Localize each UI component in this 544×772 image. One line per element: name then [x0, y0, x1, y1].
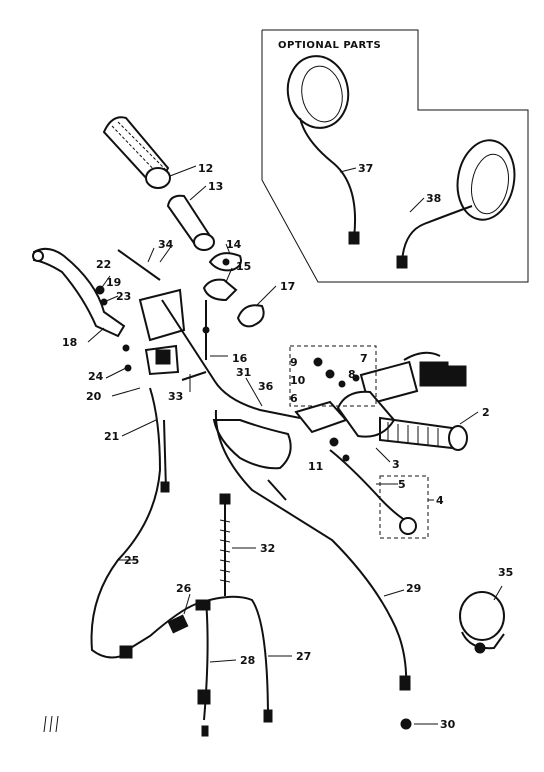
- callout-23: 23: [116, 290, 131, 303]
- callout-22: 22: [96, 258, 111, 271]
- handlebar: [161, 299, 301, 470]
- callout-35: 35: [498, 566, 513, 579]
- callout-21: 21: [104, 430, 119, 443]
- callout-33: 33: [168, 390, 183, 403]
- clutch-lever: [32, 247, 132, 372]
- callout-24: 24: [88, 370, 104, 383]
- callout-25: 25: [124, 554, 139, 567]
- callout-26: 26: [176, 582, 192, 595]
- callout-19: 19: [106, 276, 121, 289]
- callout-18: 18: [62, 336, 77, 349]
- callout-7: 7: [360, 352, 368, 365]
- callout-27: 27: [296, 650, 311, 663]
- callout-15: 15: [236, 260, 251, 273]
- callout-37: 37: [358, 162, 373, 175]
- throttle-tube: [166, 194, 215, 251]
- mirror-left: [286, 55, 360, 245]
- callout-10: 10: [290, 374, 306, 387]
- callout-4: 4: [436, 494, 444, 507]
- callout-14: 14: [226, 238, 242, 251]
- callout-31: 31: [236, 366, 251, 379]
- callout-20: 20: [86, 390, 102, 403]
- callout-2: 2: [482, 406, 490, 419]
- horn: [459, 591, 505, 654]
- callout-6: 6: [290, 392, 298, 405]
- callout-8: 8: [348, 368, 356, 381]
- bolt: [219, 493, 231, 596]
- callout-38: 38: [426, 192, 441, 205]
- callout-36: 36: [258, 380, 274, 393]
- callout-12: 12: [198, 162, 213, 175]
- throttle-housing: [202, 252, 265, 360]
- optional-parts-title: OPTIONAL PARTS: [278, 40, 381, 51]
- optional-parts-box: OPTIONAL PARTS: [261, 29, 529, 283]
- cables: [90, 387, 412, 737]
- callout-3: 3: [392, 458, 400, 471]
- callout-13: 13: [208, 180, 223, 193]
- diagram-emblem: [43, 715, 59, 733]
- right-switch-assembly: [336, 351, 468, 451]
- callout-29: 29: [406, 582, 421, 595]
- callouts: 2 3 4 5 6 7 8 9 10 11 12 13 14 15 16 17 …: [62, 162, 513, 731]
- mirror-right: [396, 139, 516, 269]
- callout-16: 16: [232, 352, 248, 365]
- callout-28: 28: [240, 654, 255, 667]
- callout-17: 17: [280, 280, 295, 293]
- leader-lines: [87, 165, 503, 725]
- grip-left: [102, 116, 171, 189]
- callout-9: 9: [290, 356, 298, 369]
- callout-30: 30: [440, 718, 456, 731]
- callout-11: 11: [308, 460, 323, 473]
- callout-5: 5: [398, 478, 406, 491]
- callout-34: 34: [158, 238, 174, 251]
- brake-lever: [289, 345, 429, 539]
- handlebar-left-end: [117, 249, 186, 376]
- callout-32: 32: [260, 542, 275, 555]
